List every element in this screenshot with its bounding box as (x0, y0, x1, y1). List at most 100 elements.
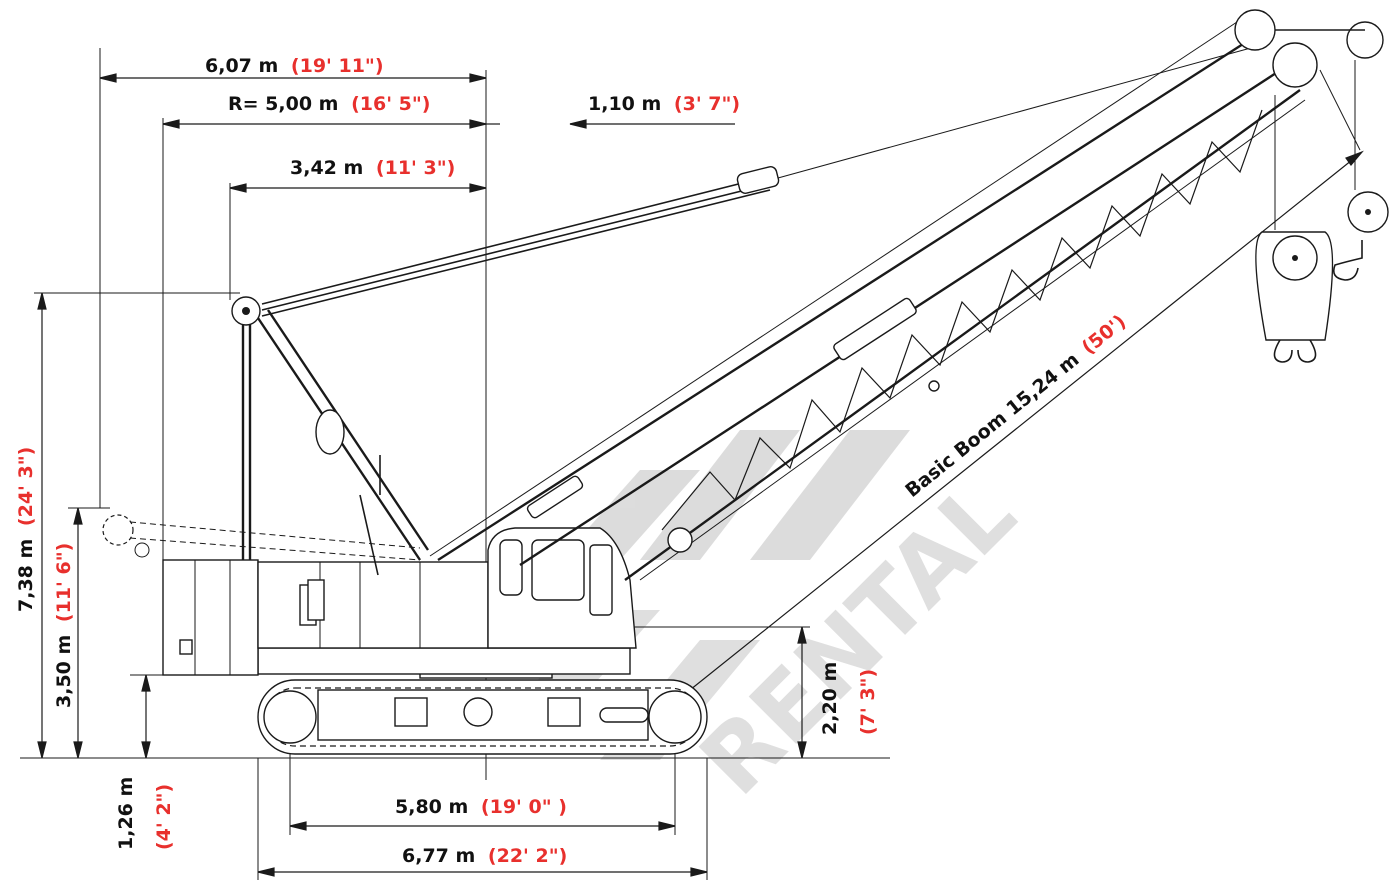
boom-lattice (661, 109, 1263, 531)
arrow-head (797, 626, 807, 644)
dim-cab-height-imperial: (7' 3") (857, 669, 879, 735)
upper-structure (162, 527, 637, 676)
dim-gantry-height-metric: 7,38 m (15, 539, 37, 612)
cab-window-front (531, 539, 585, 601)
head-sheave-3 (1346, 21, 1384, 59)
arrow-head (99, 73, 117, 83)
dim-boom-imperial: (50') (1078, 311, 1130, 359)
lowered-pin (134, 542, 150, 558)
dimension-arrows (37, 73, 1364, 877)
arrow-head (469, 73, 487, 83)
arrow-head (141, 741, 151, 759)
dim-gantry-offset-metric: 3,42 m (290, 157, 363, 179)
arrow-head (469, 119, 487, 129)
idler-wheel (263, 690, 317, 744)
lowered-sheave (102, 514, 134, 546)
dim-tail-total-metric: 6,07 m (205, 55, 278, 77)
aux-hook-block (1332, 191, 1389, 281)
pendant-link (736, 166, 780, 194)
track-adjuster (599, 707, 649, 723)
arrow-head (569, 119, 587, 129)
dim-tail-clearance-metric: 1,26 m (115, 777, 137, 850)
arrow-head (797, 741, 807, 759)
dim-label-cab-height-metric: 2,20 m (819, 662, 841, 735)
house-grille (307, 579, 325, 621)
dim-gantry-offset-imperial: (11' 3") (376, 157, 455, 179)
arrow-head (690, 867, 708, 877)
dim-boom-offset-metric: 1,10 m (588, 93, 661, 115)
drive-sprocket (648, 690, 702, 744)
arrow-head (257, 867, 275, 877)
upper-base-frame (257, 647, 631, 675)
crawler-track (257, 667, 708, 755)
arrow-head (37, 292, 47, 310)
gantry-hydraulic (315, 409, 345, 455)
dim-label-tail-clearance-metric: 1,26 m (115, 777, 137, 850)
gantry-cylinder (359, 494, 379, 576)
dim-label-boom-length: Basic Boom 15,24 m (50') (901, 311, 1130, 502)
main-hook-pin (1292, 255, 1298, 261)
dim-tail-clearance-imperial: (4' 2") (153, 784, 175, 850)
head-brace (1319, 69, 1361, 151)
dim-label-tail-total: 6,07 m (19' 11") (205, 55, 384, 77)
boom-hoist-rope (429, 19, 1241, 557)
arrow-head (1345, 150, 1364, 166)
gantry-front-leg-inner (267, 309, 429, 551)
center-joint (463, 697, 493, 727)
dim-tail-total-imperial: (19' 11") (291, 55, 384, 77)
lowered-gantry (102, 514, 421, 561)
boom-stop (833, 297, 917, 361)
dim-track-length-metric: 6,77 m (402, 845, 475, 867)
aux-hook-pin (1365, 209, 1371, 215)
arrow-head (162, 119, 180, 129)
dim-radius-imperial: (16' 5") (351, 93, 430, 115)
watermark-logo-shape (750, 430, 910, 560)
boom-top-chord (437, 26, 1269, 562)
dim-cab-height-metric: 2,20 m (819, 662, 841, 735)
boom-bottom-chord (624, 89, 1301, 581)
arrow-head (229, 183, 247, 193)
main-hook-left (1273, 339, 1293, 363)
boom-spring (526, 475, 584, 519)
main-hook-right (1297, 339, 1317, 363)
main-hook-block (1255, 231, 1334, 363)
dim-label-gantry-height: 7,38 m (24' 3") (15, 447, 37, 612)
boom-pin (928, 380, 940, 392)
head-sheave-1 (1234, 9, 1276, 51)
head-sheave-2 (1272, 42, 1318, 88)
dim-lowered-height-metric: 3,50 m (53, 635, 75, 708)
gantry (231, 296, 429, 576)
pendant-bar (261, 175, 771, 305)
track-roller-box (394, 697, 428, 727)
pendant-bar (261, 183, 771, 311)
dim-track-length-imperial: (22' 2") (488, 845, 567, 867)
boom-head (1234, 9, 1384, 230)
dim-label-tail-clearance-imperial: (4' 2") (153, 784, 175, 850)
dim-radius-metric: R= 5,00 m (228, 93, 338, 115)
lattice-zigzag (661, 109, 1263, 531)
counterweight-lug (179, 639, 193, 655)
arrow-head (469, 183, 487, 193)
machinery-house (257, 561, 489, 649)
arrow-head (141, 674, 151, 692)
cab-window-left (499, 539, 523, 596)
dim-label-gantry-offset: 3,42 m (11' 3") (290, 157, 455, 179)
boom-foot-pin (667, 527, 693, 553)
arrow-head (73, 741, 83, 759)
dim-label-track-length: 6,77 m (22' 2") (402, 845, 567, 867)
counterweight (162, 559, 259, 676)
pendant-lines (261, 19, 1259, 557)
track-roller-box (547, 697, 581, 727)
lowered-gantry-line (129, 537, 421, 561)
arrow-head (37, 741, 47, 759)
arrow-head (73, 507, 83, 525)
dim-line-boom-length (639, 151, 1363, 731)
gantry-head-pin (242, 307, 250, 315)
dim-label-tumbler-distance: 5,80 m (19' 0" ) (395, 796, 567, 818)
dim-tumbler-distance-metric: 5,80 m (395, 796, 468, 818)
dim-lowered-height-imperial: (11' 6") (53, 543, 75, 622)
lowered-gantry-line (129, 521, 421, 549)
pendant-bar (261, 189, 771, 317)
